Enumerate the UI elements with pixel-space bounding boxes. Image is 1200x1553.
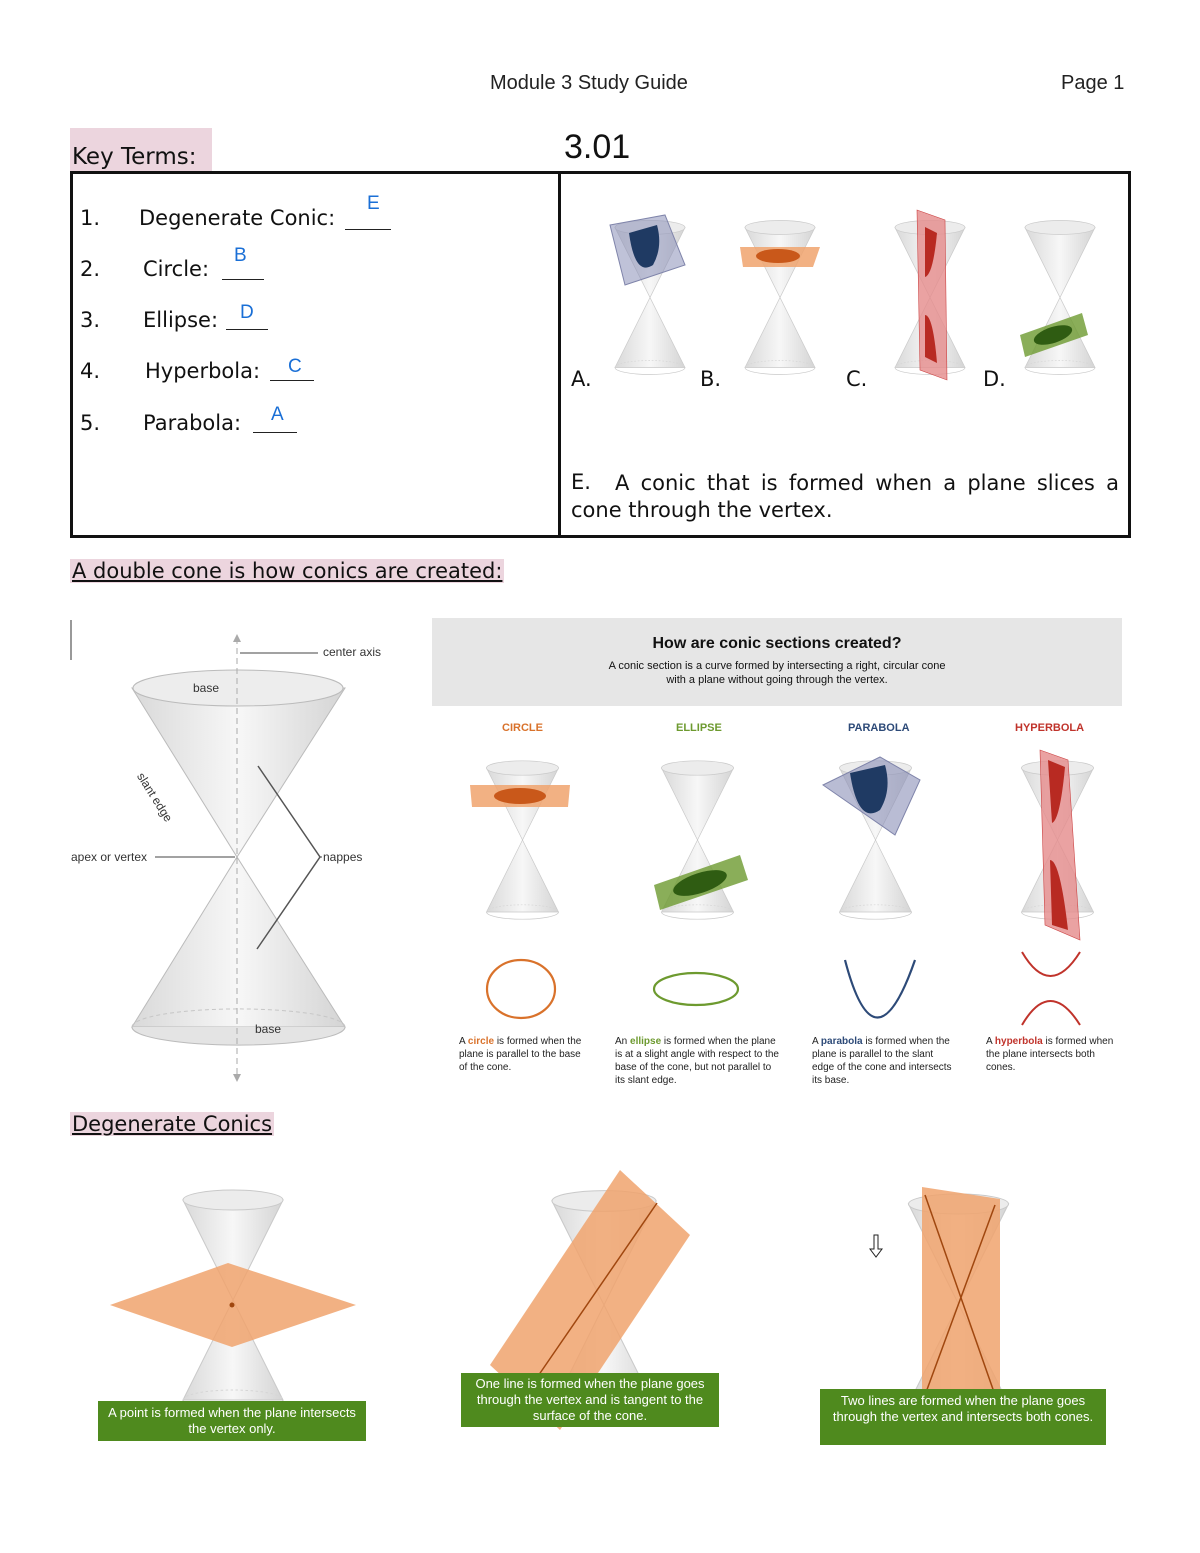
description-hyperbola: A hyperbola is formed when the plane int… [986, 1036, 1114, 1073]
term-label: Hyperbola: [145, 359, 261, 383]
key-terms-table [70, 171, 1131, 538]
option-label: B. [700, 367, 722, 391]
term-label: Parabola: [143, 411, 242, 435]
term-number: 1. [80, 206, 101, 230]
term-label: Circle: [143, 257, 210, 281]
caption-point: A point is formed when the plane interse… [98, 1401, 366, 1441]
option-a-cone [609, 214, 686, 375]
term-number: 2. [80, 257, 101, 281]
answer-blank[interactable] [270, 380, 314, 381]
answer-blank[interactable] [226, 329, 268, 330]
conic-panel-subtitle-2: with a plane without going through the v… [666, 674, 888, 686]
term-label: Ellipse: [143, 308, 219, 332]
conic-panel-header: How are conic sections created? A conic … [432, 618, 1122, 706]
term-label: Degenerate Conic: [139, 206, 336, 230]
conic-options-figure [609, 209, 1096, 381]
label-base-bottom: base [255, 1022, 282, 1036]
answer-blank[interactable] [222, 279, 264, 280]
section-number: 3.01 [564, 128, 631, 166]
option-b-cone [740, 220, 820, 375]
caption-two-lines: Two lines are formed when the plane goes… [820, 1389, 1106, 1445]
description-circle: A circle is formed when the plane is par… [459, 1036, 582, 1073]
degenerate-conics-figure [110, 1170, 1010, 1430]
key-terms-label: Key Terms: [70, 128, 212, 172]
option-label: A. [571, 367, 592, 391]
column-title-parabola: PARABOLA [848, 722, 910, 734]
option-c-cone [894, 209, 966, 381]
option-e-letter: E. [571, 470, 591, 494]
page-number: Page 1 [1061, 72, 1125, 94]
term-number: 3. [80, 308, 101, 332]
degenerate-heading: Degenerate Conics [70, 1112, 275, 1136]
term-number: 4. [80, 359, 101, 383]
option-label: C. [846, 367, 868, 391]
answer-blank[interactable] [253, 432, 297, 433]
document-title: Module 3 Study Guide [490, 72, 688, 94]
answer-text: E [367, 193, 380, 214]
label-center-axis: center axis [323, 645, 382, 659]
description-parabola: A parabola is formed when the plane is p… [812, 1036, 952, 1086]
conic-panel-title: How are conic sections created? [652, 635, 902, 652]
double-cone-diagram [70, 620, 346, 1082]
answer-text: D [240, 302, 254, 323]
column-title-circle: CIRCLE [502, 722, 543, 734]
answer-blank[interactable] [345, 229, 391, 230]
answer-text: C [288, 356, 302, 377]
table-divider [558, 171, 561, 538]
column-title-ellipse: ELLIPSE [676, 722, 722, 734]
label-base-top: base [193, 681, 220, 695]
double-cone-heading: A double cone is how conics are created: [70, 559, 505, 583]
answer-text: B [234, 245, 247, 266]
option-d-cone [1020, 220, 1096, 375]
option-e-text: A conic that is formed when a plane slic… [571, 471, 1119, 522]
answer-text: A [271, 404, 284, 425]
conic-panel-subtitle-1: A conic section is a curve formed by int… [608, 660, 946, 672]
term-number: 5. [80, 411, 101, 435]
conic-sections-figure [470, 749, 1094, 1026]
caption-one-line: One line is formed when the plane goes t… [461, 1373, 719, 1427]
option-label: D. [983, 367, 1006, 391]
label-apex: apex or vertex [71, 850, 148, 864]
label-nappes: nappes [323, 850, 363, 864]
description-ellipse: An ellipse is formed when the plane is a… [615, 1036, 779, 1086]
column-title-hyperbola: HYPERBOLA [1015, 722, 1085, 734]
